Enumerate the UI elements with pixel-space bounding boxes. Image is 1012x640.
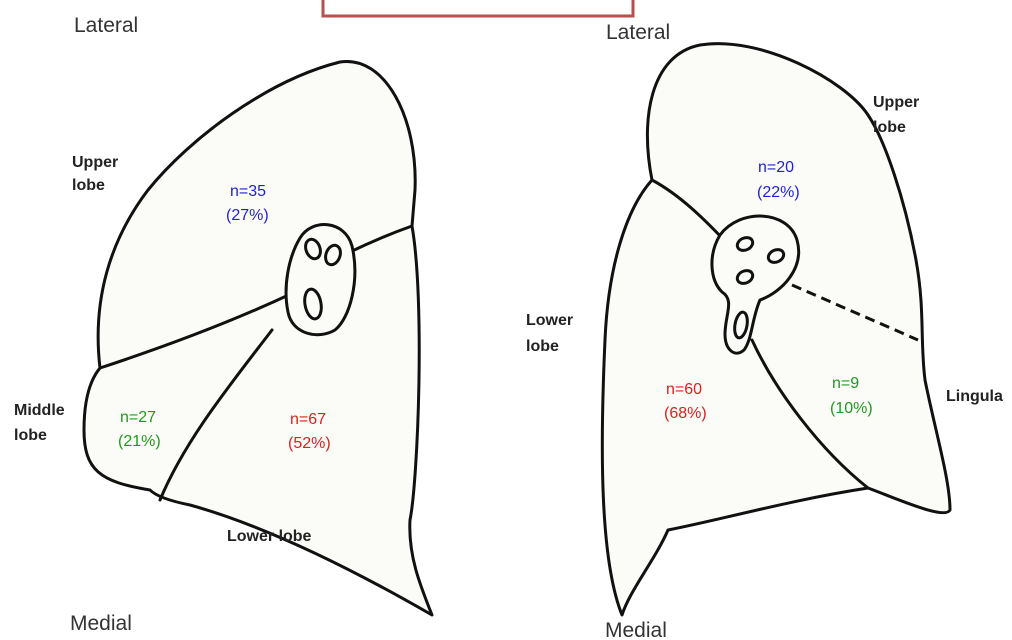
left-medial-label: Medial [70, 612, 132, 635]
right-lingula-count: n=9 [832, 375, 859, 392]
left-middle-count: n=27 [120, 409, 156, 426]
left-lateral-label: Lateral [74, 14, 138, 37]
left-upper-pct: (27%) [226, 207, 269, 224]
top-frame-box [323, 0, 633, 16]
right-upper-lobe-label-line2: lobe [873, 119, 906, 136]
left-middle-lobe-label-line2: lobe [14, 427, 47, 444]
left-lower-lobe-label: Lower lobe [227, 528, 312, 545]
right-lingula-label: Lingula [946, 388, 1003, 405]
left-middle-lobe-label-line1: Middle [14, 402, 65, 419]
left-middle-pct: (21%) [118, 433, 161, 450]
right-upper-count: n=20 [758, 159, 794, 176]
right-lung: Lateral Medial Upper lobe Lower lobe Lin… [526, 21, 1003, 640]
right-lingula-pct: (10%) [830, 400, 873, 417]
left-lower-pct: (52%) [288, 435, 331, 452]
right-lower-pct: (68%) [664, 405, 707, 422]
left-upper-lobe-label-line2: lobe [72, 177, 105, 194]
left-upper-count: n=35 [230, 183, 266, 200]
right-lateral-label: Lateral [606, 21, 670, 44]
right-lower-count: n=60 [666, 381, 702, 398]
left-upper-lobe-label-line1: Upper [72, 154, 118, 171]
right-lower-lobe-label-line2: lobe [526, 338, 559, 355]
right-upper-lobe-label-line1: Upper [873, 94, 919, 111]
right-upper-pct: (22%) [757, 184, 800, 201]
right-medial-label: Medial [605, 619, 667, 640]
left-lung: Lateral Medial Upper lobe Middle lobe Lo… [14, 14, 432, 635]
left-lower-count: n=67 [290, 411, 326, 428]
right-lower-lobe-label-line1: Lower [526, 312, 573, 329]
